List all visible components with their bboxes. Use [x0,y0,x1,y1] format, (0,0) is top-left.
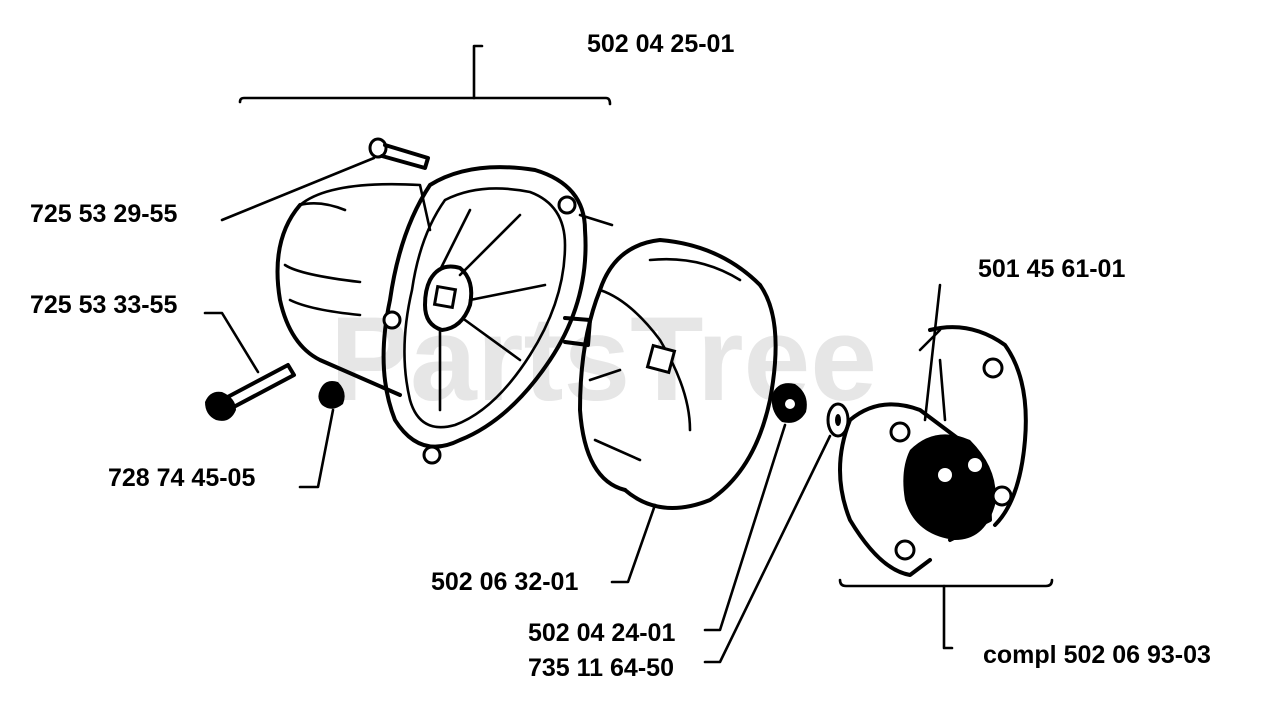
leader-lines [203,156,942,664]
screw-top-drawing [368,137,430,170]
clutch-housing-drawing [275,165,614,465]
clutch-drum-drawing [578,238,778,510]
label-screw-bottom: 725 53 33-55 [30,291,177,319]
label-drum-nut: 502 04 24-01 [528,619,675,647]
small-nut-drawing [318,381,345,409]
clutch-assembly-drawing [838,325,1028,577]
label-clutch-drum: 502 06 32-01 [431,568,578,596]
label-small-nut: 728 74 45-05 [108,464,255,492]
drum-nut-hole [785,399,795,409]
label-washer: 735 11 64-50 [528,654,674,682]
label-assembly-top: 502 04 25-01 [587,30,734,58]
clutch-bracket [838,578,1054,650]
screw-bottom-drawing [205,363,296,421]
label-screw-top: 725 53 29-55 [30,200,177,228]
assembly-bracket [238,44,612,106]
label-spring: 501 45 61-01 [978,255,1125,283]
label-clutch-complete: compl 502 06 93-03 [983,641,1211,669]
